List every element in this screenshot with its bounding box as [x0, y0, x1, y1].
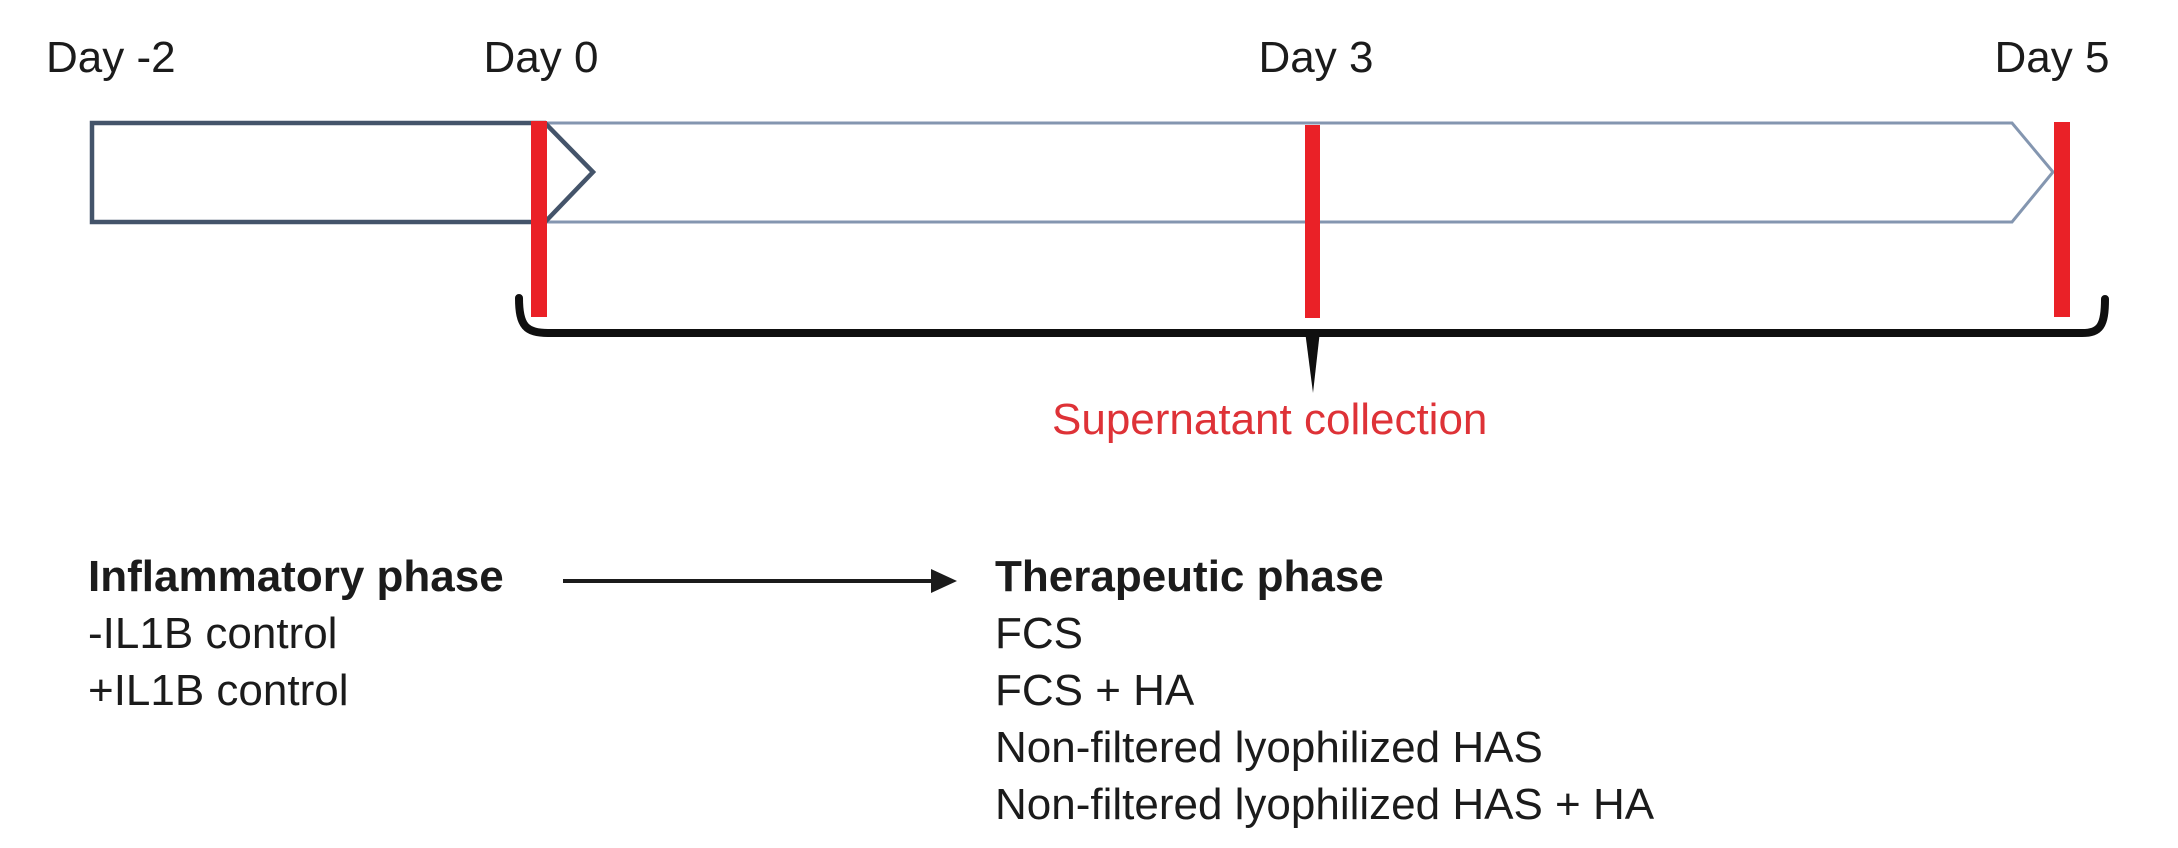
day0-marker	[531, 121, 547, 317]
supernatant-collection-label: Supernatant collection	[1052, 395, 1488, 444]
inflammatory-phase-block: Inflammatory phase -IL1B control +IL1B c…	[88, 548, 504, 719]
day-label-minus2: Day -2	[46, 33, 176, 82]
bracket-pointer	[1305, 331, 1320, 393]
therapeutic-item: Non-filtered lyophilized HAS	[995, 723, 1543, 772]
inflammatory-item: -IL1B control	[88, 609, 338, 658]
inflammatory-item: +IL1B control	[88, 666, 349, 715]
therapeutic-phase-arrow-shape	[531, 121, 2055, 224]
inflammatory-phase-title: Inflammatory phase	[88, 552, 504, 601]
day-label-3: Day 3	[1258, 33, 1374, 82]
day-label-5: Day 5	[1994, 33, 2110, 82]
day3-marker	[1305, 125, 1320, 318]
therapeutic-phase-block: Therapeutic phase FCS FCS + HA Non-filte…	[995, 548, 1654, 833]
inflammatory-phase-arrow-shape	[89, 120, 597, 225]
therapeutic-item: FCS + HA	[995, 666, 1195, 715]
therapeutic-item: Non-filtered lyophilized HAS + HA	[995, 780, 1655, 829]
day5-marker	[2054, 122, 2070, 317]
day-label-0: Day 0	[483, 33, 599, 82]
phase-transition-arrow-head	[931, 569, 957, 593]
therapeutic-item: FCS	[995, 609, 1083, 658]
therapeutic-phase-title: Therapeutic phase	[995, 552, 1384, 601]
